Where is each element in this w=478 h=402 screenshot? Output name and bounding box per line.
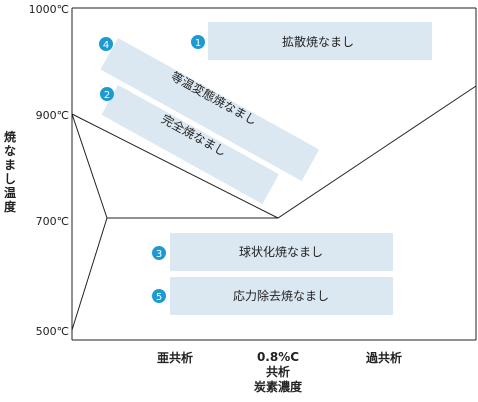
label-spheroidize: 球状化焼なまし	[239, 245, 323, 259]
x-tick-eutectoid-value: 0.8%C	[257, 350, 299, 364]
svg-text:ま: ま	[4, 158, 16, 172]
svg-text:4: 4	[103, 40, 109, 51]
band-spheroidize	[170, 233, 393, 271]
x-axis-title: 炭素濃度	[254, 379, 303, 394]
svg-text:3: 3	[156, 249, 162, 260]
x-tick-hypereutectoid: 過共析	[365, 350, 402, 365]
marker-1: 1	[191, 35, 205, 49]
marker-5: 5	[152, 289, 166, 303]
svg-text:5: 5	[156, 292, 162, 303]
y-tick-900: 900℃	[36, 109, 69, 122]
svg-text:2: 2	[104, 90, 110, 101]
phase-lines	[71, 85, 477, 331]
number-markers: 1 4 2 3 5	[99, 35, 205, 303]
process-bands	[100, 22, 432, 315]
x-tick-eutectoid: 共析	[266, 364, 290, 379]
band-diffusion	[208, 22, 432, 60]
label-diffusion: 拡散焼なまし	[282, 34, 354, 49]
y-axis-title: 焼 な ま し 温 度	[4, 129, 17, 214]
y-tick-1000: 1000℃	[29, 3, 69, 16]
svg-text:度: 度	[4, 199, 17, 214]
marker-2: 2	[100, 87, 114, 101]
label-stress-relief: 応力除去焼なまし	[233, 288, 329, 303]
band-stress-relief	[170, 277, 393, 315]
y-tick-700: 700℃	[36, 215, 69, 228]
svg-text:し: し	[4, 172, 16, 186]
svg-text:温: 温	[4, 186, 16, 200]
svg-text:焼: 焼	[4, 129, 16, 144]
svg-text:な: な	[4, 144, 16, 158]
marker-4: 4	[99, 37, 113, 51]
x-tick-labels: 亜共析 0.8%C 共析 過共析 炭素濃度	[157, 350, 402, 394]
band-isothermal	[100, 38, 320, 181]
a3-line	[71, 113, 108, 331]
svg-text:1: 1	[195, 38, 201, 49]
acm-line	[71, 85, 477, 219]
marker-3: 3	[152, 246, 166, 260]
x-tick-hypoeutectoid: 亜共析	[157, 350, 193, 365]
frame	[71, 7, 477, 341]
band-full	[101, 84, 279, 204]
y-tick-500: 500℃	[36, 325, 69, 338]
y-tick-labels: 1000℃ 900℃ 700℃ 500℃	[29, 3, 69, 338]
